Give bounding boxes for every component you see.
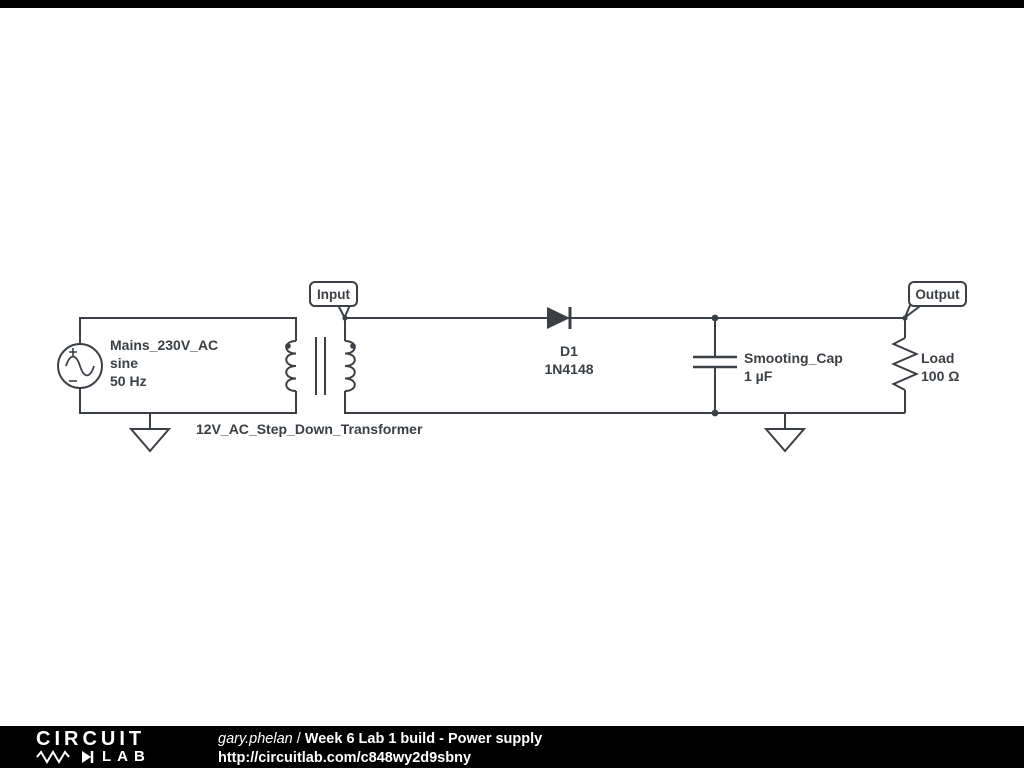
- ground-icon: [128, 428, 172, 453]
- top-letterbox-bar: [0, 0, 1024, 8]
- phase-dot-icon: [285, 343, 291, 349]
- diode: D1 1N4148: [544, 307, 594, 377]
- transformer: 12V_AC_Step_Down_Transformer: [196, 337, 423, 437]
- cap-value-label: 1 µF: [744, 368, 773, 384]
- circuit-title: Week 6 Lab 1 build - Power supply: [304, 731, 543, 747]
- diode-part-label: 1N4148: [544, 361, 593, 377]
- wire: [344, 391, 905, 414]
- wires: [79, 317, 906, 429]
- ground-triangle-icon: [128, 428, 172, 453]
- diode-triangle-icon: [547, 307, 570, 329]
- circuit-title-line: gary.phelan / Week 6 Lab 1 build - Power…: [218, 730, 542, 749]
- logo-lab-text: LAB: [102, 748, 151, 765]
- load-value-label: 100 Ω: [921, 368, 959, 384]
- source-name-label: Mains_230V_AC: [110, 337, 218, 353]
- transformer-label: 12V_AC_Step_Down_Transformer: [196, 421, 423, 437]
- footer-text: gary.phelan / Week 6 Lab 1 build - Power…: [218, 730, 542, 767]
- sine-wave-icon: [65, 355, 95, 377]
- resistor-zigzag-icon: [890, 337, 920, 391]
- phase-dot-icon: [350, 343, 356, 349]
- ac-voltage-source: Mains_230V_AC sine 50 Hz: [57, 337, 218, 389]
- circuit-url: http://circuitlab.com/c848wy2d9sbny: [218, 750, 472, 766]
- wire: [344, 317, 905, 341]
- junction-dot-icon: [711, 314, 719, 322]
- separator: /: [292, 731, 305, 747]
- source-freq-label: 50 Hz: [110, 373, 147, 389]
- logo-circuit-text: CIRCUIT: [36, 728, 146, 750]
- diode-ref-label: D1: [560, 343, 578, 359]
- input-flag-label: Input: [317, 287, 350, 302]
- flag-box-icon: [309, 281, 358, 307]
- circuitlab-logo: CIRCUIT LAB: [36, 729, 151, 765]
- output-flag-label: Output: [915, 287, 960, 302]
- resistor-zigzag-icon: [36, 750, 70, 764]
- source-type-label: sine: [110, 355, 138, 371]
- footer-bar: CIRCUIT LAB gary.phelan / Week 6 Lab 1 b…: [0, 726, 1024, 768]
- capacitor: Smooting_Cap 1 µF: [693, 314, 843, 417]
- junction-dot-icon: [902, 315, 908, 321]
- cap-name-label: Smooting_Cap: [744, 350, 843, 366]
- output-flag: Output: [902, 281, 967, 321]
- junction-dot-icon: [711, 409, 719, 417]
- author-name: gary.phelan: [218, 731, 293, 747]
- load-name-label: Load: [921, 350, 954, 366]
- diode-icon: [82, 751, 94, 763]
- wire: [79, 317, 297, 344]
- wire: [79, 388, 297, 414]
- ground-triangle-icon: [763, 428, 807, 453]
- plus-sign-icon: [69, 348, 77, 356]
- primary-coil-icon: [285, 340, 297, 392]
- ground-icon: [763, 428, 807, 453]
- flag-box-icon: [908, 281, 967, 307]
- input-flag: Input: [309, 281, 358, 321]
- load-resistor: Load 100 Ω: [890, 337, 959, 391]
- junction-dot-icon: [342, 315, 348, 321]
- secondary-coil-icon: [344, 340, 356, 392]
